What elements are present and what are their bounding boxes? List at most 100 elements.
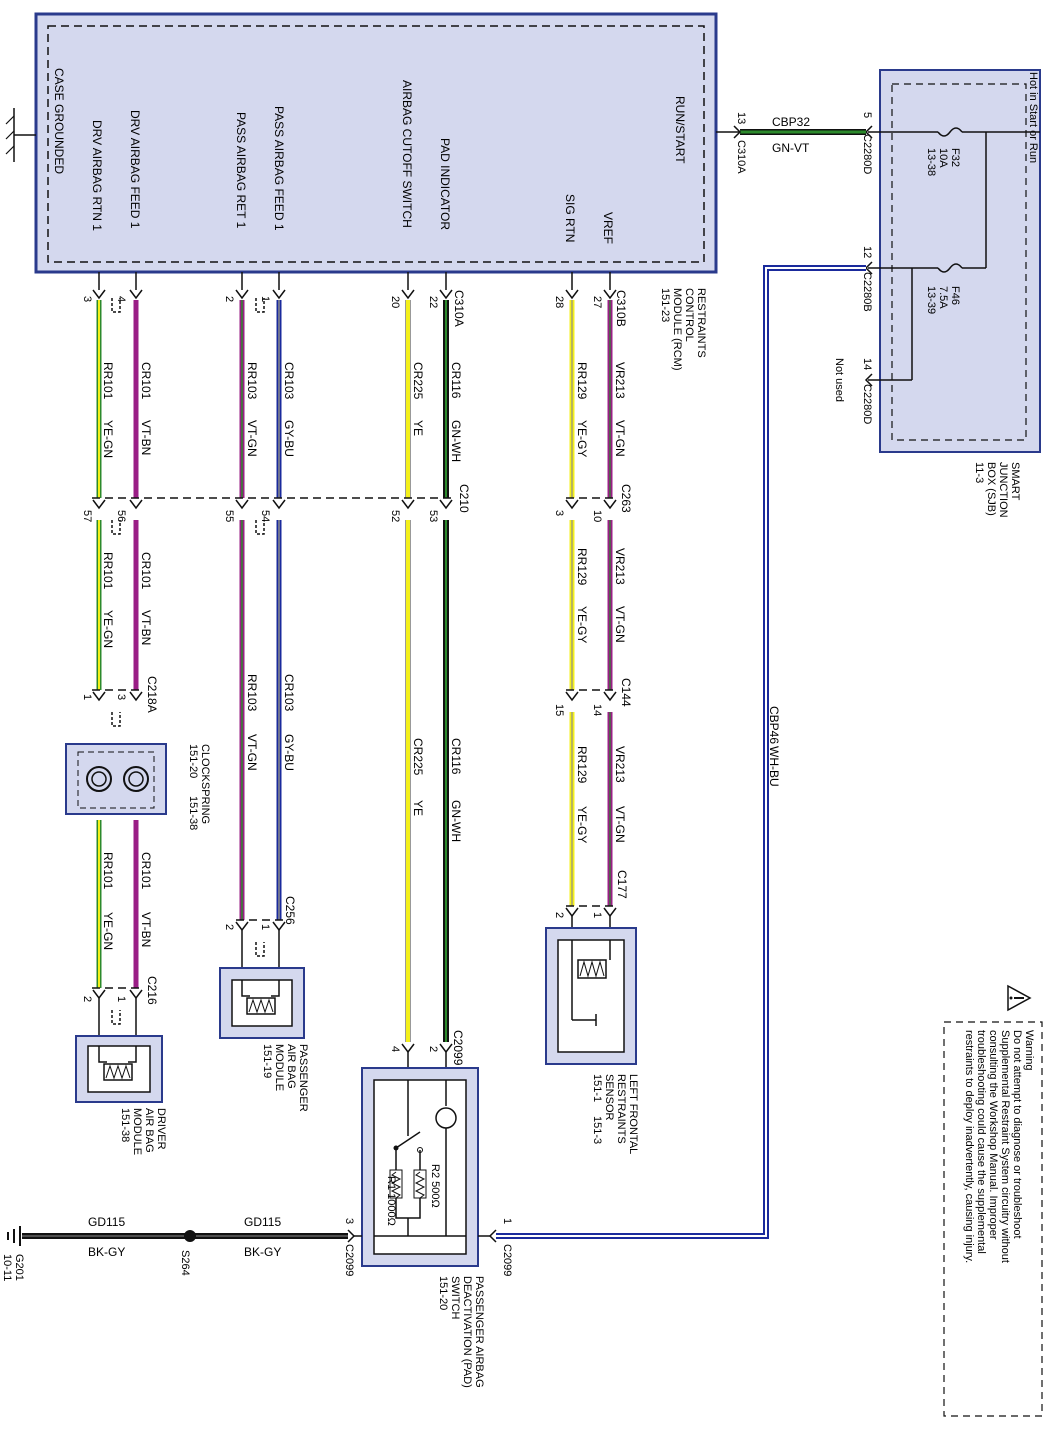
svg-text:151-3: 151-3 [591,1116,603,1144]
svg-text:11-3: 11-3 [973,462,985,483]
c256-connector [235,919,286,968]
c210-connector [92,497,453,535]
pad-r2-label: R2 500Ω [429,1164,441,1208]
wire-cbp32 [716,125,866,139]
svg-text:151-19: 151-19 [261,1044,273,1078]
pin-2-rcm: 2 [223,296,235,302]
svg-text:RR129: RR129 [575,548,589,586]
conn-c144: C144 [619,678,633,707]
svg-text:restraints to deploy inadverte: restraints to deploy inadvertently, caus… [963,1030,975,1263]
pin-3-c2099-bottom: 3 [343,1218,355,1224]
splice-s264: S264 [179,1250,191,1276]
rcm-name: RESTRAINTS CONTROL MODULE (RCM) 151-23 [659,288,707,371]
svg-text:VT-GN: VT-GN [245,734,259,771]
conn-c218a: C218A [145,676,159,713]
warning-title: Warning [1023,1030,1035,1071]
c177-connector [565,905,617,928]
svg-text:CR116: CR116 [449,362,463,399]
svg-text:RR101: RR101 [101,852,115,890]
bkgy-label-left: BK-GY [88,1245,125,1259]
svg-text:YE: YE [411,800,425,816]
fuse-f46-ref: 13-39 [925,286,937,314]
svg-text:CR103: CR103 [282,362,296,400]
svg-text:SENSOR: SENSOR [603,1074,615,1121]
conn-c210: C210 [457,484,471,513]
svg-text:CR116: CR116 [449,738,463,775]
svg-text:RR103: RR103 [245,362,259,400]
rcm-pin-cutoff: AIRBAG CUTOFF SWITCH [400,80,414,228]
pin-13: 13 [735,112,747,124]
conn-c2099-right: C2099 [501,1244,513,1276]
pin-55: 55 [223,510,235,522]
svg-text:DRIVER: DRIVER [155,1108,167,1150]
svg-text:BOX (SJB): BOX (SJB) [985,462,997,516]
svg-text:VT-GN: VT-GN [613,606,627,643]
pin-53: 53 [427,510,439,522]
svg-text:GN-WH: GN-WH [449,800,463,842]
svg-text:MODULE (RCM): MODULE (RCM) [671,288,683,371]
svg-text:VT-GN: VT-GN [613,420,627,457]
fuse-f32-ref: 13-38 [925,148,937,176]
pin-2-c256: 2 [223,924,235,930]
svg-text:SWITCH: SWITCH [449,1276,461,1319]
svg-text:CR225: CR225 [411,738,425,776]
pin-1-c216: 1 [115,996,127,1002]
pin-1-c218a: 1 [81,694,93,700]
pin-1-c177: 1 [591,912,603,918]
pin-5: 5 [861,112,873,118]
pin-4-rcm: 4 [115,296,127,302]
svg-text:JUNCTION: JUNCTION [997,462,1009,518]
case-ground-symbol [5,108,36,162]
wire-cbp46-label: CBP46 [767,706,781,744]
svg-text:VT-BN: VT-BN [139,420,153,455]
fuse-f46 [868,263,986,381]
pin-22-rcm: 22 [427,296,439,308]
svg-text:RR101: RR101 [101,362,115,400]
pin-15-c144: 15 [553,704,565,716]
conn-c216: C216 [145,976,159,1005]
pin-10-c263: 10 [591,510,603,522]
rcm-pin-vref: VREF [601,212,615,244]
pin-27-rcm: 27 [591,296,603,308]
svg-text:RR129: RR129 [575,746,589,784]
driver-airbag-module [75,1035,163,1103]
c218a-connector [92,689,143,727]
svg-text:consulting the Workshop Manual: consulting the Workshop Manual. Improper [987,1030,999,1240]
svg-text:CR103: CR103 [282,674,296,712]
svg-text:troubleshooting could cause th: troubleshooting could cause the suppleme… [975,1030,987,1254]
rcm-pin-pass-feed: PASS AIRBAG FEED 1 [272,106,286,231]
svg-text:VT-BN: VT-BN [139,610,153,645]
conn-c256: C256 [283,896,297,925]
wire-cbp32-label: CBP32 [772,115,810,129]
pad-r1-label: R1 1000Ω [385,1176,397,1226]
sjb-name: SMART JUNCTION BOX (SJB) 11-3 [973,462,1021,518]
svg-text:RR129: RR129 [575,362,589,400]
svg-text:YE-GY: YE-GY [575,420,589,457]
conn-c263: C263 [619,484,633,513]
svg-text:GY-BU: GY-BU [282,734,296,771]
svg-text:YE-GN: YE-GN [101,610,115,648]
svg-text:RESTRAINTS: RESTRAINTS [695,288,707,358]
svg-text:VT-GN: VT-GN [613,806,627,843]
svg-text:CR101: CR101 [139,852,153,890]
svg-text:AIR BAG: AIR BAG [143,1108,155,1153]
svg-text:RESTRAINTS: RESTRAINTS [615,1074,627,1144]
svg-text:CR101: CR101 [139,552,153,590]
bkgy-label-right: BK-GY [244,1245,281,1259]
pin-2-c216: 2 [81,996,93,1002]
svg-text:YE-GY: YE-GY [575,806,589,843]
conn-c2099-left: C2099 [343,1244,355,1276]
pin-3-c263: 3 [553,510,565,516]
clockspring-label: CLOCKSPRING 151-20 151-38 [187,744,211,830]
rcm-connector-chevrons [92,289,617,313]
pin-12: 12 [861,246,873,258]
svg-text:MODULE: MODULE [273,1044,285,1091]
c2099-bottom-connectors [347,1229,497,1243]
sjb-hot-label: Hot in Start or Run [1027,72,1039,163]
pin-1-c256: 1 [259,924,271,930]
frontal-sensor-label: LEFT FRONTAL RESTRAINTS SENSOR 151-1 151… [591,1074,639,1154]
svg-text:VR213: VR213 [613,362,627,399]
svg-text:YE-GN: YE-GN [101,912,115,950]
pin-2-c2099: 2 [427,1046,439,1052]
ground-g201: G201 [13,1254,25,1281]
